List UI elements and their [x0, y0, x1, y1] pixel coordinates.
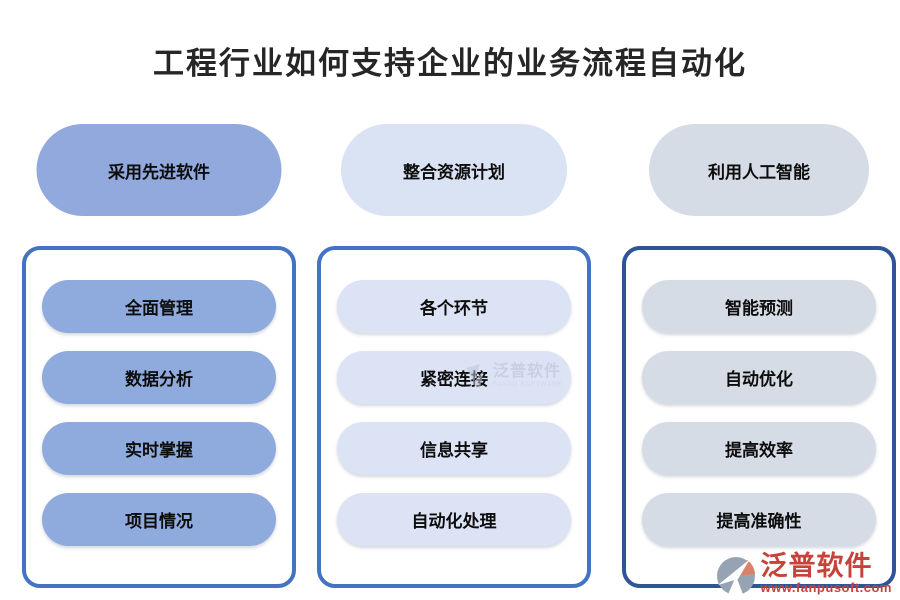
list-item: 实时掌握 — [42, 422, 276, 475]
list-item: 各个环节 — [337, 280, 571, 333]
brand-url: www.fanpusoft.com — [760, 580, 892, 595]
column-header: 利用人工智能 — [649, 124, 869, 216]
list-item: 自动化处理 — [337, 493, 571, 546]
list-item: 提高准确性 — [642, 493, 876, 546]
list-item: 项目情况 — [42, 493, 276, 546]
column-box: 智能预测 自动优化 提高效率 提高准确性 — [622, 246, 896, 588]
list-item: 全面管理 — [42, 280, 276, 333]
column-box: 全面管理 数据分析 实时掌握 项目情况 — [22, 246, 296, 588]
column-header: 采用先进软件 — [36, 124, 282, 216]
brand-logo: 泛普软件 www.fanpusoft.com — [714, 551, 892, 597]
list-item: 数据分析 — [42, 351, 276, 404]
fanpu-logo-icon — [717, 557, 756, 597]
column-header: 整合资源计划 — [341, 124, 567, 216]
column-advanced-software: 采用先进软件 全面管理 数据分析 实时掌握 项目情况 — [22, 0, 296, 600]
brand-text-block: 泛普软件 www.fanpusoft.com — [760, 551, 892, 595]
column-artificial-intelligence: 利用人工智能 智能预测 自动优化 提高效率 提高准确性 — [622, 0, 896, 600]
column-box: 各个环节 紧密连接 信息共享 自动化处理 — [317, 246, 591, 588]
page-title: 工程行业如何支持企业的业务流程自动化 — [153, 46, 747, 81]
list-item: 信息共享 — [337, 422, 571, 475]
list-item: 智能预测 — [642, 280, 876, 333]
list-item: 自动优化 — [642, 351, 876, 404]
brand-name: 泛普软件 — [760, 551, 873, 581]
list-item: 提高效率 — [642, 422, 876, 475]
list-item: 紧密连接 — [337, 351, 571, 404]
column-resource-planning: 整合资源计划 各个环节 紧密连接 信息共享 自动化处理 — [317, 0, 591, 600]
